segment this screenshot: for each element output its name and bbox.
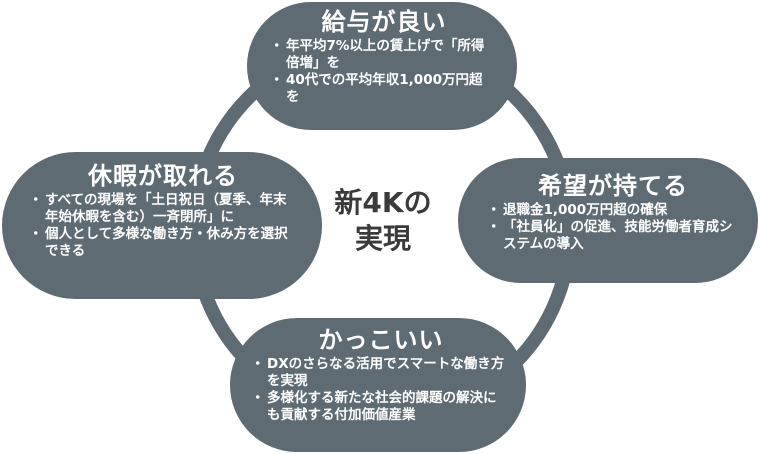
list-item: 40代での平均年収1,000万円超を (270, 72, 495, 106)
list-item: すべての現場を「土日祝日（夏季、年末年始休暇を含む）一斉閉所」に (29, 192, 294, 226)
list-item: 多様化する新たな社会的課題の解決にも貢献する付加価値産業 (251, 390, 508, 424)
node-left-title: 休暇が取れる (88, 162, 238, 190)
list-item: 「社員化」の促進、技能労働者育成システムの導入 (487, 219, 736, 253)
center-label-line2: 実現 (354, 222, 411, 255)
node-bottom-title: かっこいい (318, 326, 444, 354)
node-right: 希望が持てる 退職金1,000万円超の確保 「社員化」の促進、技能労働者育成シス… (458, 158, 758, 283)
node-right-list: 退職金1,000万円超の確保 「社員化」の促進、技能労働者育成システムの導入 (487, 202, 736, 253)
node-bottom-list: DXのさらなる活用でスマートな働き方を実現 多様化する新たな社会的課題の解決にも… (251, 356, 508, 424)
node-top: 給与が良い 年平均7%以上の賃上げで「所得倍増」を 40代での平均年収1,000… (247, 2, 517, 130)
center-label: 新4Kの 実現 (318, 185, 448, 257)
list-item: 年平均7%以上の賃上げで「所得倍増」を (270, 38, 495, 72)
list-item: DXのさらなる活用でスマートな働き方を実現 (251, 356, 508, 390)
node-left-list: すべての現場を「土日祝日（夏季、年末年始休暇を含む）一斉閉所」に 個人として多様… (29, 192, 294, 260)
node-top-list: 年平均7%以上の賃上げで「所得倍増」を 40代での平均年収1,000万円超を (270, 38, 495, 106)
node-left: 休暇が取れる すべての現場を「土日祝日（夏季、年末年始休暇を含む）一斉閉所」に … (2, 152, 322, 299)
node-right-title: 希望が持てる (538, 172, 688, 200)
list-item: 個人として多様な働き方・休み方を選択できる (29, 226, 294, 260)
list-item: 退職金1,000万円超の確保 (487, 202, 736, 219)
center-label-line1: 新4Kの (334, 186, 432, 219)
node-top-title: 給与が良い (321, 8, 447, 36)
node-bottom: かっこいい DXのさらなる活用でスマートな働き方を実現 多様化する新たな社会的課… (230, 318, 526, 452)
